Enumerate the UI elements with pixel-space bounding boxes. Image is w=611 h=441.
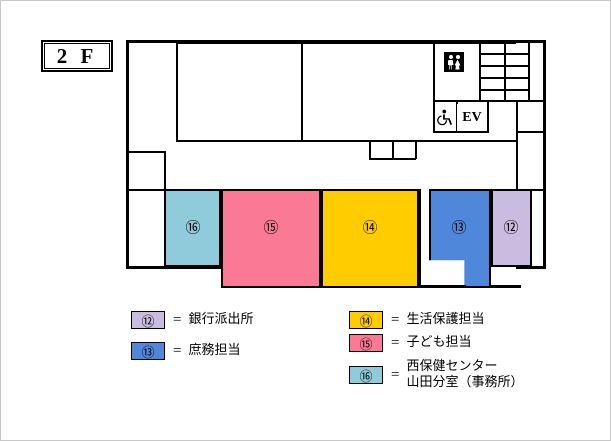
- accessible-icon-cell: [435, 104, 456, 131]
- restroom-female-figure: [454, 54, 461, 70]
- stair-tread-3: [479, 77, 528, 79]
- legend-label-10: 西保健センター 山田分室（事務所）: [406, 359, 524, 391]
- restroom-male-figure: [447, 54, 454, 70]
- stair-outline-right: [543, 42, 545, 102]
- legend-equals-8: =: [391, 311, 400, 328]
- restroom-icon: [444, 52, 464, 72]
- legend-equals-7: =: [173, 342, 182, 359]
- stair-tread-2: [479, 65, 528, 67]
- gap-room-left: [419, 189, 421, 288]
- wall-left-outer: [126, 40, 129, 269]
- left-room-divider-2: [127, 189, 165, 191]
- legend-item-7: ⑬ = 庶務担当: [131, 342, 240, 360]
- floor-plan-drawing: EV ⑯ ⑮ ⑭ ⑬ ⑫: [1, 1, 610, 301]
- stair-outline-left: [479, 42, 481, 102]
- legend-item-10: ⑯ = 西保健センター 山田分室（事務所）: [349, 359, 523, 392]
- legend-equals-6: =: [173, 311, 182, 328]
- legend-label-9: 子ども担当: [406, 334, 472, 350]
- legend-equals-10: =: [391, 366, 400, 383]
- legend-swatch-10: ⑯: [349, 366, 383, 385]
- ev-block-bottom: [433, 131, 489, 133]
- stair-tread-1: [479, 53, 528, 55]
- small-room-b-right: [415, 140, 417, 159]
- legend-item-9: ⑮ = 子ども担当: [349, 334, 471, 352]
- restroom-block-left: [433, 42, 435, 102]
- small-room-b-bottom: [392, 158, 416, 160]
- wheelchair-icon: [437, 109, 453, 125]
- wall-bottom-left: [126, 266, 221, 269]
- legend-swatch-6: ⑫: [131, 311, 165, 329]
- elevator-label: EV: [462, 109, 482, 125]
- legend-label-7: 庶務担当: [188, 342, 241, 358]
- right-room-divider-1: [516, 131, 546, 133]
- partition-hall-bottom: [176, 140, 421, 142]
- partition-hall-top: [176, 42, 516, 44]
- ev-block-right: [487, 102, 489, 132]
- stair-column-divider: [504, 42, 506, 102]
- stair-tread-4: [479, 89, 528, 91]
- floor-badge: 2 F: [41, 40, 113, 72]
- ev-block-mid: [456, 102, 458, 132]
- left-room-divider-1: [127, 151, 165, 153]
- small-room-a-left: [369, 140, 371, 159]
- restroom-block-bottom: [433, 100, 546, 102]
- elevator-label-cell: EV: [457, 104, 487, 131]
- room-7-notch-bottom: [431, 285, 466, 288]
- floor-badge-label: 2 F: [44, 43, 110, 69]
- legend-equals-9: =: [391, 334, 400, 351]
- legend-swatch-7: ⑬: [131, 342, 165, 360]
- room-10[interactable]: [164, 189, 221, 267]
- room-9[interactable]: [221, 189, 321, 288]
- legend-swatch-9: ⑮: [349, 334, 383, 352]
- wall-top-outer: [126, 40, 546, 43]
- wall-bottom-right: [516, 266, 546, 269]
- small-room-a-bottom: [369, 158, 393, 160]
- restroom-icon-cell: [441, 49, 467, 75]
- legend-item-6: ⑫ = 銀行派出所: [131, 311, 253, 329]
- room-6[interactable]: [491, 189, 532, 267]
- partition-corridor-line: [301, 140, 516, 142]
- legend-swatch-8: ⑭: [349, 311, 383, 329]
- legend-label-6: 銀行派出所: [188, 311, 254, 327]
- small-room-divider: [392, 140, 394, 159]
- ev-block-left: [433, 102, 435, 132]
- right-rooms-inner-wall: [516, 100, 518, 267]
- wall-right-outer: [543, 40, 546, 269]
- legend-label-8: 生活保護担当: [406, 311, 485, 327]
- stair-landing-divider: [528, 42, 530, 102]
- room-8[interactable]: [321, 189, 419, 288]
- legend-item-8: ⑭ = 生活保護担当: [349, 311, 484, 329]
- partition-hall-mid: [301, 42, 303, 141]
- partition-hall-left: [176, 42, 178, 141]
